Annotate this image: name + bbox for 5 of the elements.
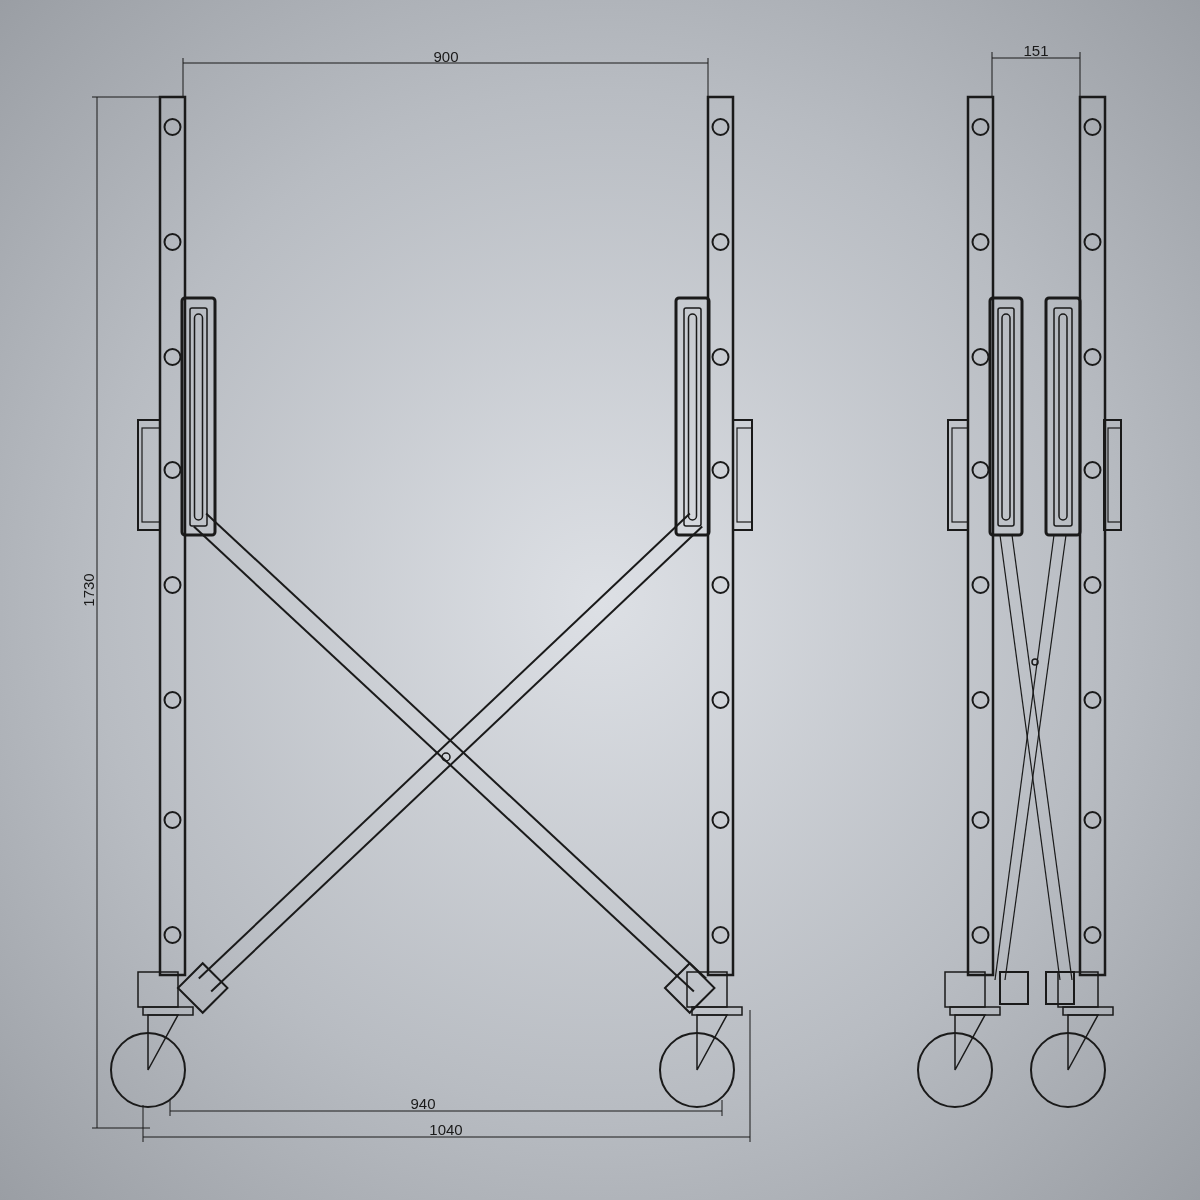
dimension-value: 900 [433,48,459,64]
dimension-value: 940 [410,1095,436,1111]
dimension-value: 1730 [80,573,96,607]
dimension-value: 151 [1023,42,1049,58]
dimension-value: 1040 [429,1121,463,1137]
